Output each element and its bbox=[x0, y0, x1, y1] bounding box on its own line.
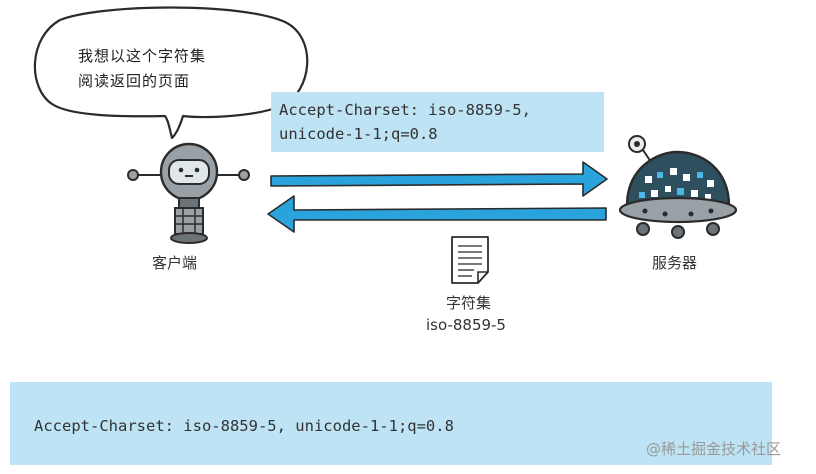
request-arrow bbox=[270, 161, 608, 197]
client-label: 客户端 bbox=[152, 254, 198, 272]
client-robot-icon bbox=[127, 142, 250, 244]
server-label: 服务器 bbox=[652, 254, 698, 272]
server-robot-icon bbox=[618, 135, 738, 239]
response-arrow bbox=[267, 195, 607, 233]
document-value: iso-8859-5 bbox=[426, 316, 506, 334]
summary-box bbox=[10, 382, 772, 465]
request-header-line-2: unicode-1-1;q=0.8 bbox=[279, 125, 438, 143]
request-header-line-1: Accept-Charset: iso-8859-5, bbox=[279, 101, 531, 119]
speech-bubble bbox=[33, 6, 309, 140]
watermark: @稀土掘金技术社区 bbox=[646, 440, 782, 458]
summary-text: Accept-Charset: iso-8859-5, unicode-1-1;… bbox=[34, 417, 454, 435]
document-icon bbox=[451, 236, 489, 284]
bubble-text-line-1: 我想以这个字符集 bbox=[78, 47, 207, 65]
bubble-text-line-2: 阅读返回的页面 bbox=[78, 72, 191, 90]
document-label: 字符集 bbox=[446, 294, 492, 312]
request-header-box bbox=[271, 92, 604, 152]
